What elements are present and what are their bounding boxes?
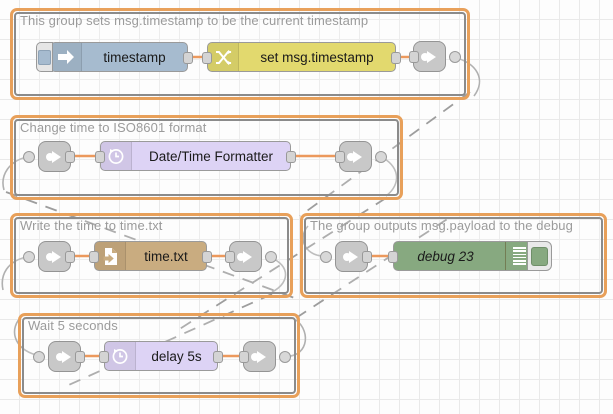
- link-out-virtual-port[interactable]: [449, 51, 461, 63]
- output-port[interactable]: [202, 251, 212, 263]
- link-out-virtual-port[interactable]: [265, 251, 277, 263]
- input-port[interactable]: [95, 151, 105, 163]
- node-link-in-4[interactable]: [33, 341, 85, 372]
- link-out-icon: [236, 250, 252, 263]
- input-port[interactable]: [388, 251, 398, 263]
- node-inject-timestamp[interactable]: timestamp: [36, 42, 193, 72]
- node-label: set msg.timestamp: [260, 49, 374, 65]
- output-port[interactable]: [65, 151, 75, 163]
- output-port[interactable]: [75, 351, 85, 363]
- link-out-icon: [420, 50, 436, 63]
- link-in-icon: [342, 250, 358, 263]
- node-delay-5s[interactable]: delay 5s: [99, 341, 223, 371]
- link-out-virtual-port[interactable]: [375, 151, 387, 163]
- input-port[interactable]: [89, 251, 99, 263]
- output-port[interactable]: [65, 251, 75, 263]
- node-link-in-1[interactable]: [23, 141, 75, 172]
- input-port[interactable]: [202, 52, 212, 64]
- node-label: debug 23: [417, 248, 474, 264]
- input-port[interactable]: [225, 251, 235, 263]
- output-port[interactable]: [183, 52, 193, 64]
- output-port[interactable]: [213, 351, 223, 363]
- group-label: Change time to ISO8601 format: [20, 120, 207, 135]
- node-label: delay 5s: [151, 348, 202, 364]
- output-port[interactable]: [362, 251, 372, 263]
- debug-toggle-square-icon: [531, 246, 548, 266]
- link-in-virtual-port[interactable]: [33, 351, 45, 363]
- file-write-icon: [95, 242, 126, 270]
- inject-arrow-icon: [51, 43, 82, 71]
- inject-button-square-icon: [38, 49, 51, 65]
- node-label: Date/Time Formatter: [148, 148, 274, 164]
- group-outer-border: [18, 313, 300, 398]
- clock-icon: [101, 142, 132, 170]
- link-out-virtual-port[interactable]: [279, 351, 291, 363]
- input-port[interactable]: [99, 351, 109, 363]
- group-outer-border: [10, 213, 293, 298]
- link-in-icon: [45, 150, 61, 163]
- group-outer-border: [10, 8, 470, 100]
- input-port[interactable]: [409, 51, 419, 63]
- input-port[interactable]: [335, 151, 345, 163]
- group-label: The group outputs msg.payload to the deb…: [310, 218, 573, 233]
- node-file-time-txt[interactable]: time.txt: [89, 241, 212, 271]
- link-in-virtual-port[interactable]: [320, 251, 332, 263]
- link-in-virtual-port[interactable]: [23, 151, 35, 163]
- link-out-icon: [346, 150, 362, 163]
- group-outer-border: [10, 115, 403, 200]
- node-label: timestamp: [103, 49, 166, 65]
- output-port[interactable]: [391, 52, 401, 64]
- node-label: time.txt: [144, 248, 188, 264]
- shuffle-icon: [208, 43, 239, 71]
- node-link-out-4[interactable]: [239, 341, 291, 372]
- group-label: Write the time to time.txt: [20, 218, 163, 233]
- link-out-icon: [250, 350, 266, 363]
- output-port[interactable]: [286, 151, 296, 163]
- inject-trigger-button[interactable]: [36, 42, 53, 72]
- clock-icon: [105, 342, 136, 370]
- node-link-in-3[interactable]: [320, 241, 372, 272]
- input-port[interactable]: [239, 351, 249, 363]
- group-label: Wait 5 seconds: [28, 318, 118, 333]
- group-label: This group sets msg.timestamp to be the …: [20, 13, 369, 28]
- link-in-virtual-port[interactable]: [23, 251, 35, 263]
- debug-enable-toggle[interactable]: [527, 241, 552, 271]
- node-link-out-1[interactable]: [409, 41, 461, 72]
- node-moment-formatter[interactable]: Date/Time Formatter: [95, 141, 296, 171]
- node-link-out-3[interactable]: [225, 241, 277, 272]
- group-outer-border: [300, 213, 607, 298]
- link-in-icon: [55, 350, 71, 363]
- link-in-icon: [45, 250, 61, 263]
- node-link-out-2[interactable]: [335, 141, 387, 172]
- debug-bars-icon: [505, 242, 532, 270]
- node-change-set-timestamp[interactable]: set msg.timestamp: [202, 42, 401, 72]
- node-debug-23[interactable]: debug 23: [388, 241, 552, 271]
- node-link-in-2[interactable]: [23, 241, 75, 272]
